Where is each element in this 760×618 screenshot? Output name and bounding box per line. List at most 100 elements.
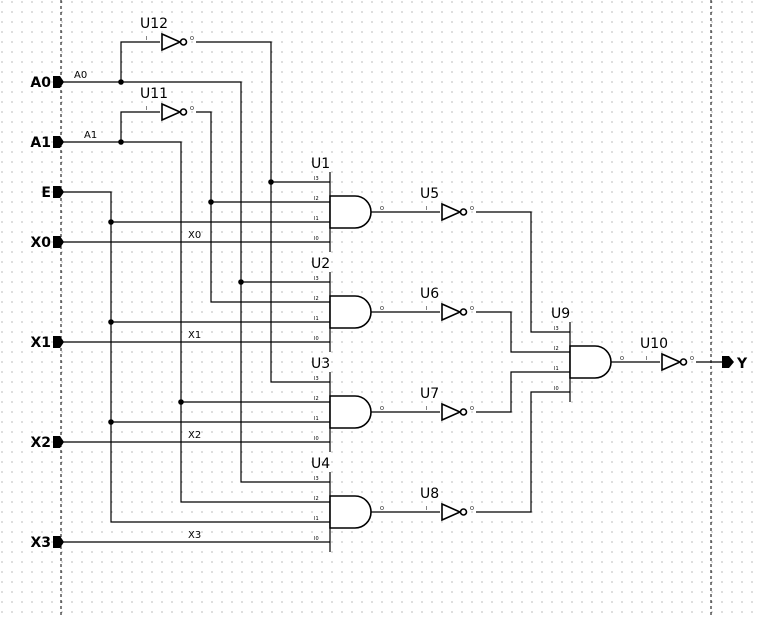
pin-label: I0 (314, 236, 319, 242)
pin-label: O (190, 36, 194, 42)
net-label-a1: A1 (84, 130, 97, 141)
pin-label: I1 (314, 416, 319, 422)
junction-dot (108, 319, 114, 325)
pin-label: I (146, 36, 147, 42)
pin-label: I0 (314, 336, 319, 342)
pin-label: I2 (314, 396, 319, 402)
pin-label: I (426, 506, 427, 512)
gate-label-u2: U2 (311, 256, 330, 272)
pin-label: I0 (314, 536, 319, 542)
and-gate-u2[interactable]: U2 I3 I2 I1 I0 O (311, 256, 384, 352)
junction-dot (268, 179, 274, 185)
wire-u6-u9[interactable] (476, 311, 550, 353)
port-x0-connector[interactable] (53, 236, 64, 248)
inverter-u6[interactable]: U6 I O (420, 286, 474, 322)
pin-label: I1 (554, 366, 559, 372)
wire-e[interactable] (62, 191, 310, 523)
inverter-u7[interactable]: U7 I O (420, 386, 474, 422)
gate-label-u8: U8 (420, 486, 439, 502)
wire-a1-u11[interactable] (120, 111, 160, 142)
inverter-u8[interactable]: U8 I O (420, 486, 474, 522)
pin-label: I (426, 206, 427, 212)
port-y-connector[interactable] (722, 356, 734, 368)
gate-label-u3: U3 (311, 356, 330, 372)
inverter-u11[interactable]: U11 I O (140, 86, 194, 122)
pin-label: I2 (314, 196, 319, 202)
pin-label: O (620, 356, 624, 362)
port-x1-connector[interactable] (53, 336, 64, 348)
wire-u8-u9[interactable] (476, 391, 550, 513)
junction-dot (178, 399, 184, 405)
pin-label: I3 (314, 376, 319, 382)
junction-dot (118, 79, 124, 85)
pin-label: O (470, 406, 474, 412)
gate-label-u1: U1 (311, 156, 330, 172)
junction-dot (118, 139, 124, 145)
junctions (108, 79, 274, 425)
and-gate-u4[interactable]: U4 I3 I2 I1 I0 O (311, 456, 384, 552)
inverter-u10[interactable]: U10 I O (640, 336, 694, 372)
pin-label: I3 (554, 326, 559, 332)
and-input-stubs (310, 181, 330, 543)
pin-label: I2 (554, 346, 559, 352)
and-gate-u1[interactable]: U1 I3 I2 I1 I0 O (311, 156, 384, 252)
wire-na0[interactable] (196, 41, 310, 183)
gate-label-u7: U7 (420, 386, 439, 402)
gate-label-u6: U6 (420, 286, 439, 302)
gate-label-u4: U4 (311, 456, 330, 472)
net-label-a0: A0 (74, 70, 87, 81)
pin-label: O (690, 356, 694, 362)
pin-label: I (426, 406, 427, 412)
net-label-x3: X3 (188, 530, 201, 541)
port-x2-connector[interactable] (53, 436, 64, 448)
pin-label: I1 (314, 516, 319, 522)
wire-a1-u4[interactable] (180, 402, 310, 503)
net-label-x1: X1 (188, 330, 201, 341)
pin-label: I3 (314, 276, 319, 282)
port-a0-connector[interactable] (53, 76, 64, 88)
wires (62, 41, 722, 543)
net-label-x2: X2 (188, 430, 201, 441)
port-a1-connector[interactable] (53, 136, 64, 148)
pin-label: I3 (314, 176, 319, 182)
junction-dot (108, 419, 114, 425)
inverter-u5[interactable]: U5 I O (420, 186, 474, 222)
pin-label: O (380, 506, 384, 512)
wire-na0-u3[interactable] (270, 182, 310, 383)
and-gate-u3[interactable]: U3 I3 I2 I1 I0 O (311, 356, 384, 452)
pin-label: I (646, 356, 647, 362)
port-label-e: E (41, 185, 51, 201)
and-gate-u9[interactable]: U9 I3 I2 I1 I0 O (550, 306, 624, 402)
pin-label: O (380, 206, 384, 212)
net-label-x0: X0 (188, 230, 201, 241)
port-label-a1: A1 (30, 135, 51, 151)
junction-dot (238, 279, 244, 285)
wire-a0[interactable] (62, 81, 310, 283)
pin-label: I1 (314, 316, 319, 322)
gate-label-u12: U12 (140, 16, 168, 32)
gate-label-u11: U11 (140, 86, 168, 102)
wire-a0-u12[interactable] (120, 41, 160, 82)
wire-u5-u9[interactable] (476, 211, 550, 333)
gate-label-u5: U5 (420, 186, 439, 202)
inverter-u12[interactable]: U12 I O (140, 16, 194, 52)
pin-label: I1 (314, 216, 319, 222)
wire-a0-u4[interactable] (240, 282, 310, 483)
pin-label: O (380, 406, 384, 412)
port-label-x3: X3 (30, 535, 51, 551)
pin-label: I (146, 106, 147, 112)
input-ports (53, 76, 64, 548)
port-label-a0: A0 (30, 75, 51, 91)
port-e-connector[interactable] (53, 186, 64, 198)
pin-label: I0 (314, 436, 319, 442)
wire-na1[interactable] (196, 111, 310, 303)
port-label-x2: X2 (30, 435, 51, 451)
port-x3-connector[interactable] (53, 536, 64, 548)
wire-u7-u9[interactable] (476, 371, 550, 413)
pin-label: O (380, 306, 384, 312)
port-label-x0: X0 (30, 235, 51, 251)
gate-label-u10: U10 (640, 336, 668, 352)
